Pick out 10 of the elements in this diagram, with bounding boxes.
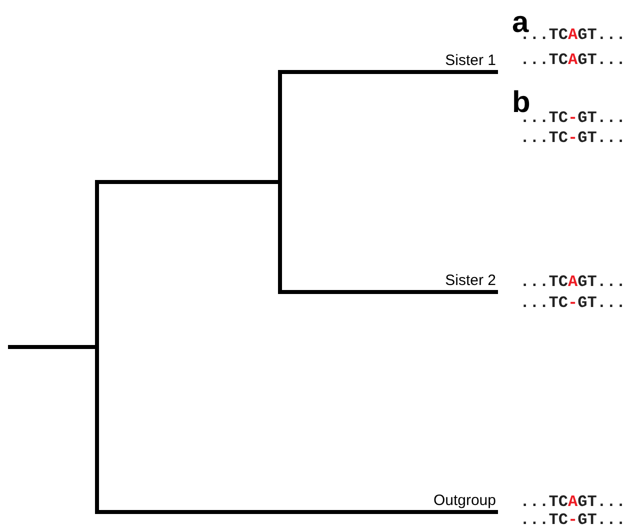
sequence-text: ...TC-GT... — [520, 512, 626, 528]
sequence-text: ...TC-GT... — [520, 130, 626, 146]
taxon-label: Sister 1 — [445, 53, 496, 68]
sequence-text: ...TCAGT... — [520, 274, 626, 290]
sequence-text: ...TCAGT... — [520, 52, 626, 68]
taxon-label: Sister 2 — [445, 273, 496, 288]
taxon-label: Outgroup — [433, 493, 496, 508]
panel-letter: b — [512, 88, 530, 118]
sequence-text: ...TC-GT... — [520, 295, 626, 311]
sequence-text: ...TCAGT... — [520, 494, 626, 510]
